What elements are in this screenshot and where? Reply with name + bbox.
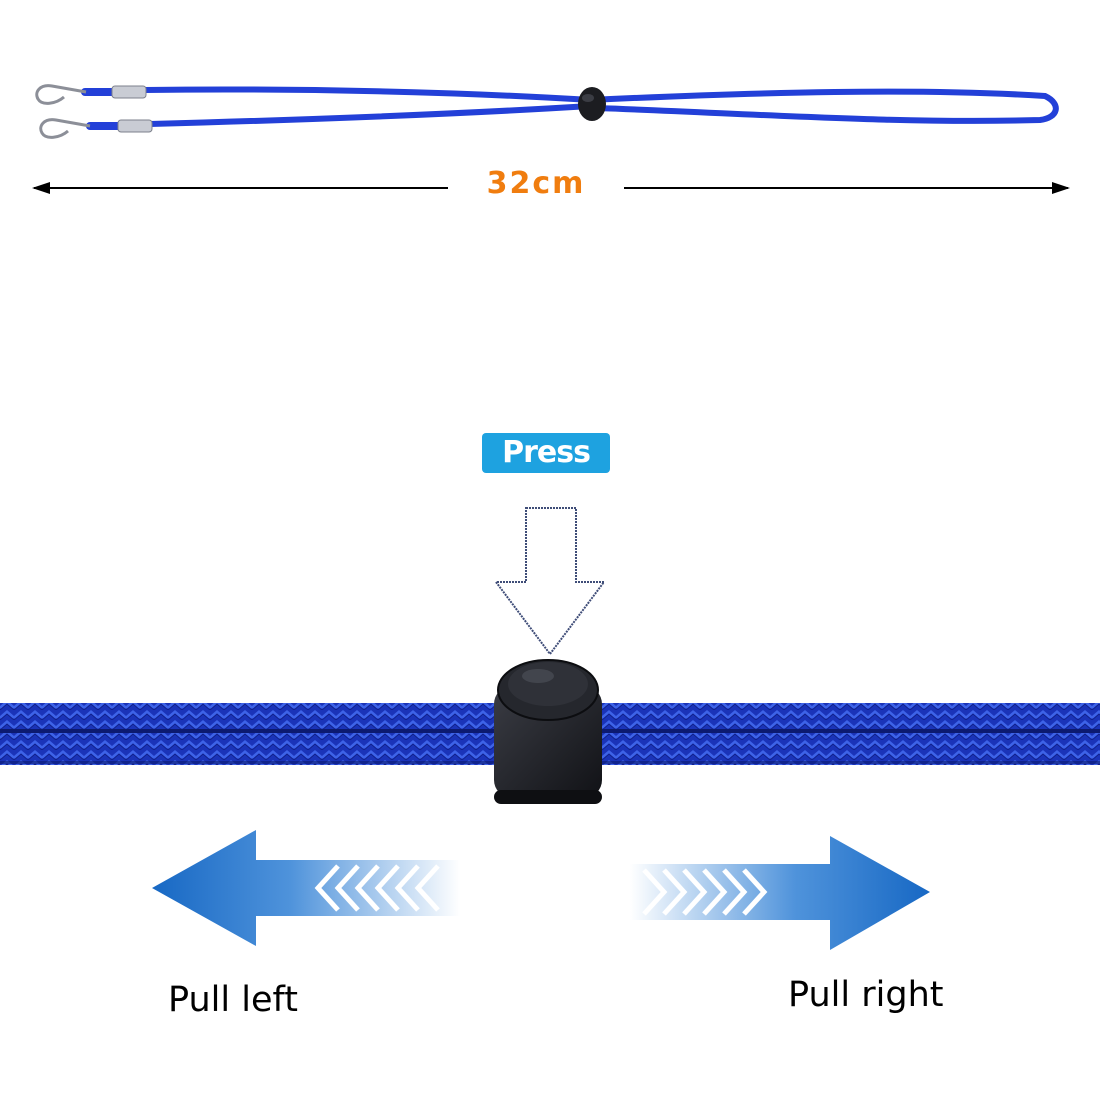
ferrule-lower [117, 119, 153, 133]
press-badge: Press [482, 433, 610, 473]
lanyard-cord-upper [142, 86, 1059, 124]
ferrule-upper [111, 85, 147, 99]
pull-right-label: Pull right [788, 975, 944, 1015]
arrow-down-icon [494, 507, 606, 656]
lanyard-cord-lower [147, 103, 593, 127]
arrow-left-icon [152, 830, 460, 946]
cord-lock-icon [494, 659, 602, 804]
arrow-right-icon [630, 836, 930, 950]
pull-left-label: Pull left [168, 980, 298, 1020]
snap-hook-icon [35, 84, 91, 139]
measurement-line [32, 182, 1070, 194]
length-label: 32cm [486, 166, 586, 201]
